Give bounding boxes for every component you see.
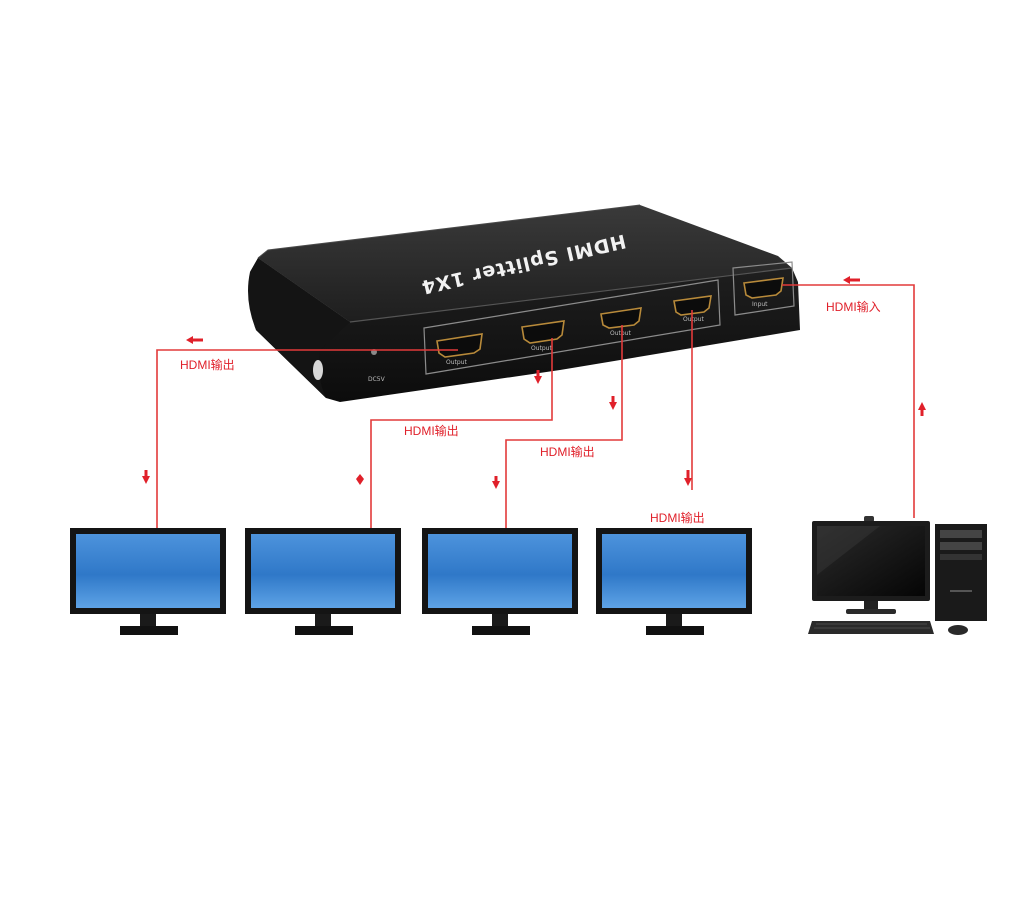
output-label-4: HDMI输出 [650,510,705,525]
hdmi-output-port-3: Output [600,307,642,337]
arrow-icon [142,276,926,489]
hdmi-output-port-4: Output [673,295,712,323]
wire-output-1 [156,349,458,528]
hdmi-output-port-1: Output [436,333,483,366]
connection-wires [156,284,915,528]
monitor-icon [422,528,578,635]
hdmi-output-port-2: Output [521,320,565,352]
hdmi-input-port: Input [743,277,784,308]
power-label: DC5V [368,376,386,383]
desktop-computer-icon [812,516,987,621]
output-label-3: HDMI输出 [540,444,595,459]
mouse-icon [948,625,968,635]
output-label-1: HDMI输出 [180,357,235,372]
input-port-label: Input [752,301,768,308]
output-port-label: Output [683,316,704,323]
output-port-label: Output [446,359,467,366]
output-port-label: Output [610,330,631,337]
wire-input [782,284,915,518]
wire-output-3 [505,325,623,528]
hdmi-splitter-icon: DC5V [248,204,800,402]
monitor-icon [245,528,401,635]
keyboard-icon [808,621,934,634]
output-port-label: Output [531,345,552,352]
input-label: HDMI输入 [826,299,881,314]
wire-output-2 [370,338,553,528]
output-label-2: HDMI输出 [404,423,459,438]
monitor-icon [596,528,752,635]
monitor-icon [70,528,226,635]
